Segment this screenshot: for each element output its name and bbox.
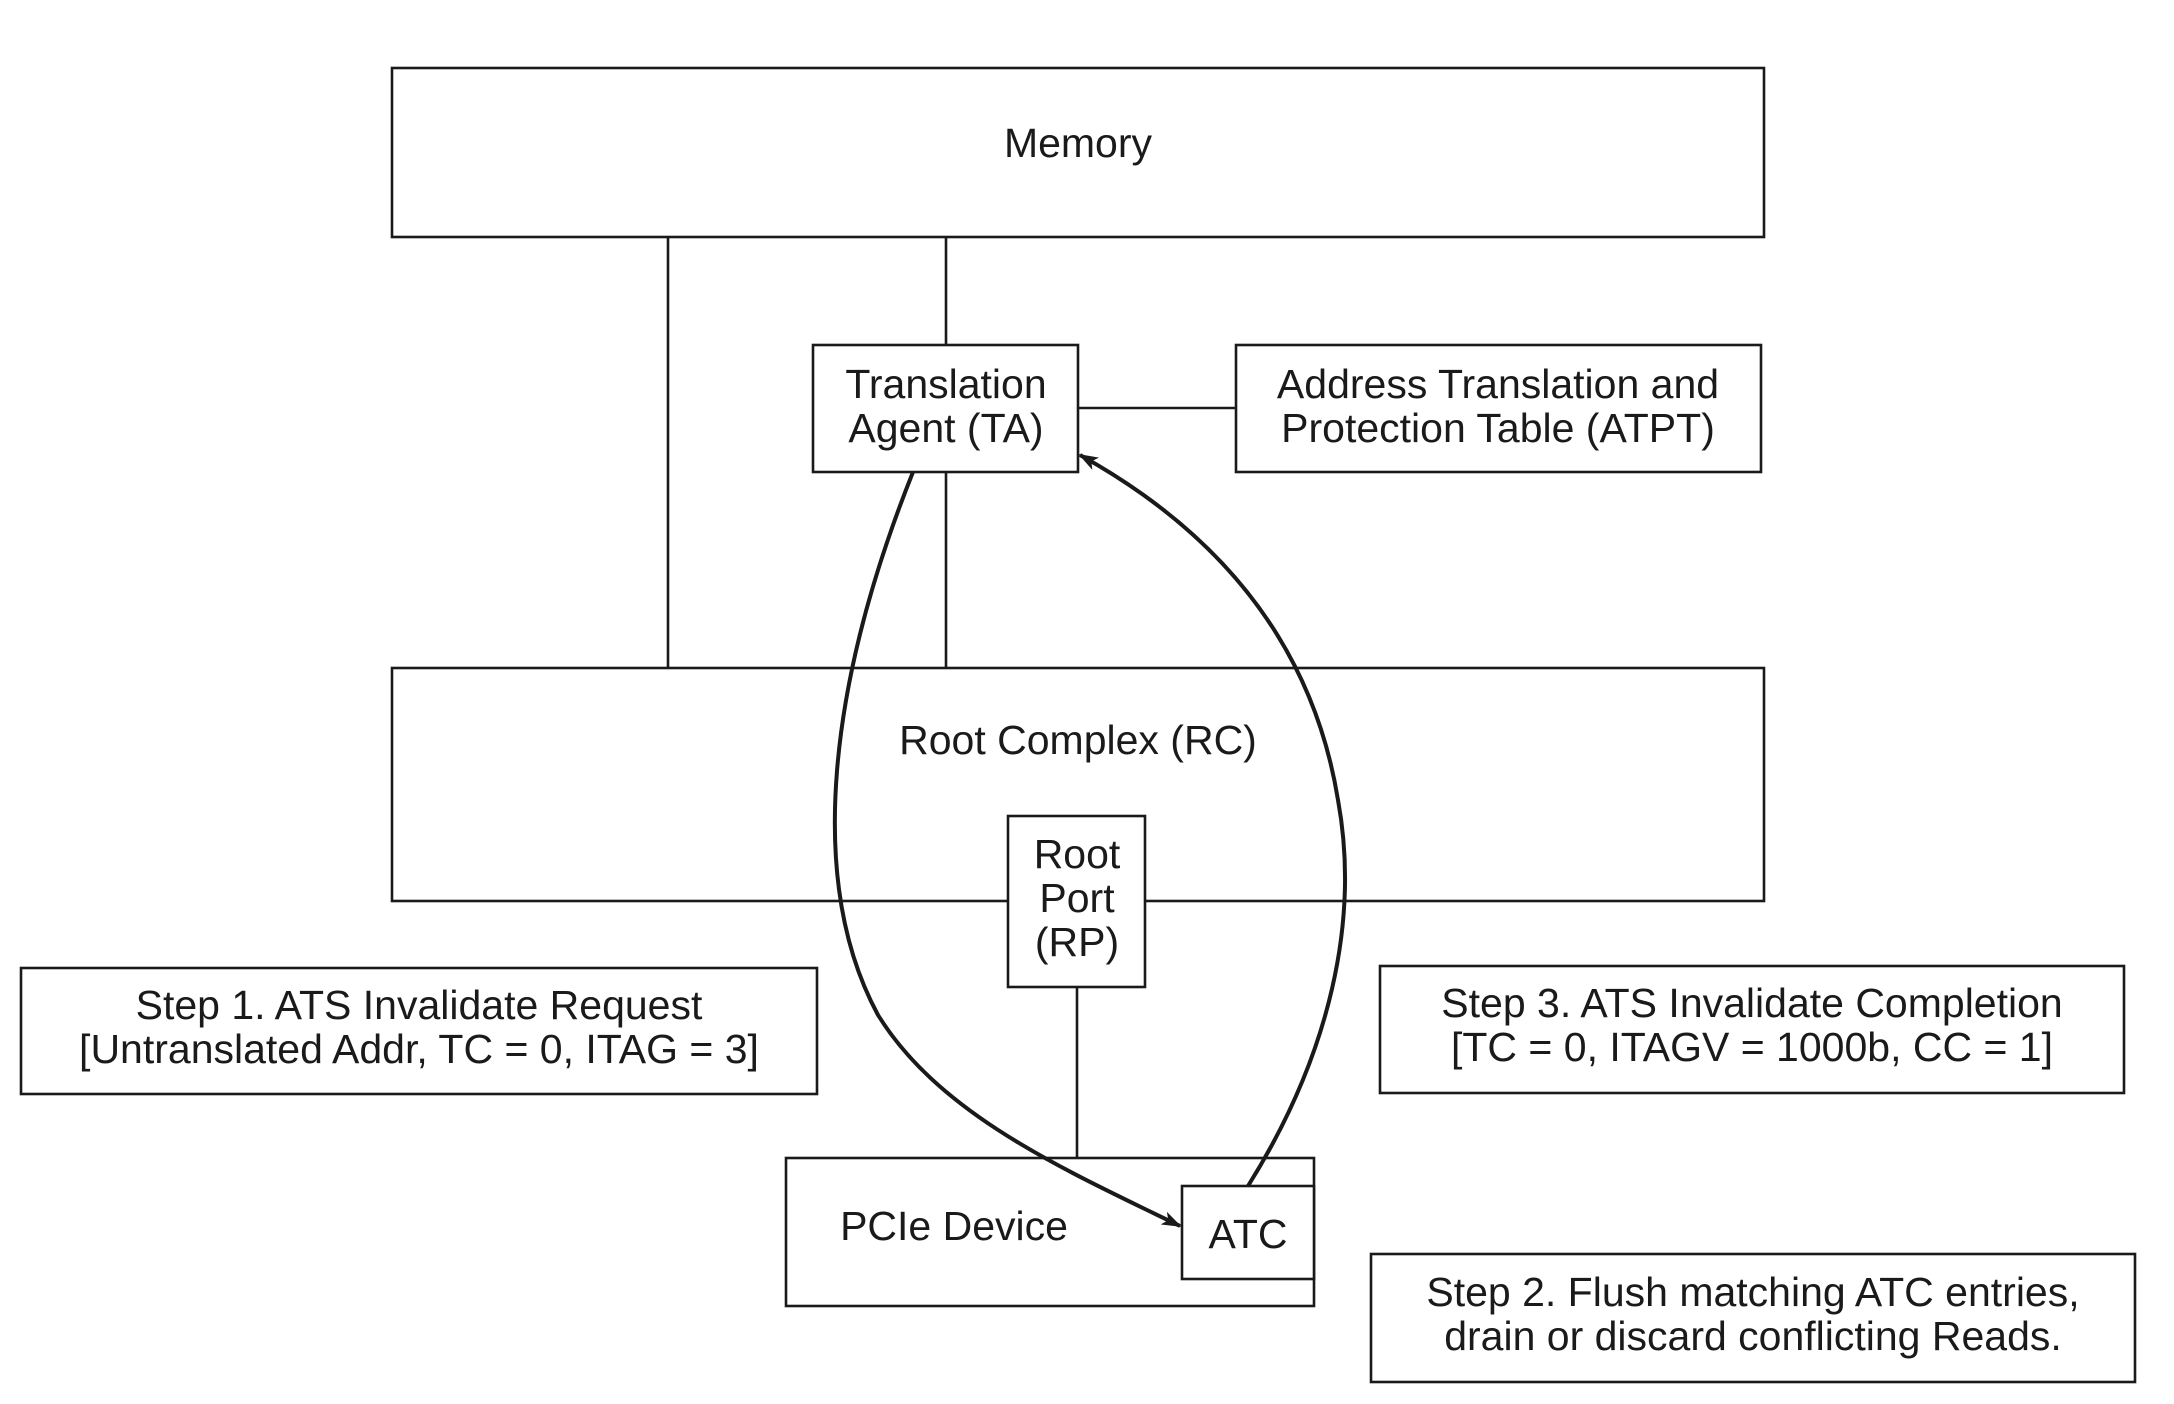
root-complex-label: Root Complex (RC): [899, 717, 1257, 763]
memory-box: [390, 66, 1766, 239]
root-port-label-line2: Port: [1039, 875, 1115, 921]
step1-label-line2: [Untranslated Addr, TC = 0, ITAG = 3]: [79, 1026, 759, 1072]
translation-agent-box: [811, 343, 1080, 474]
memory-label: Memory: [1004, 120, 1153, 166]
root-port-label-line1: Root: [1034, 831, 1121, 877]
atpt-box: [1234, 343, 1763, 474]
step1-box: [19, 966, 819, 1096]
step2-label-line1: Step 2. Flush matching ATC entries,: [1426, 1269, 2079, 1315]
invalidate-request-arrow: [832, 471, 1182, 1228]
step3-label-line1: Step 3. ATS Invalidate Completion: [1441, 980, 2062, 1026]
step3-label-line2: [TC = 0, ITAGV = 1000b, CC = 1]: [1451, 1024, 2053, 1070]
step3-box: [1378, 964, 2126, 1095]
translation-agent-label-line1: Translation: [845, 361, 1046, 407]
invalidate-completion-arrow: [1078, 453, 1347, 1188]
step1-label-line1: Step 1. ATS Invalidate Request: [136, 982, 703, 1028]
root-port-label-line3: (RP): [1035, 919, 1119, 965]
atpt-label-line2: Protection Table (ATPT): [1281, 405, 1715, 451]
step2-label-line2: drain or discard conflicting Reads.: [1444, 1313, 2062, 1359]
translation-agent-label-line2: Agent (TA): [848, 405, 1043, 451]
atpt-label-line1: Address Translation and: [1277, 361, 1719, 407]
pcie-device-label: PCIe Device: [840, 1203, 1068, 1249]
step2-box: [1369, 1252, 2137, 1384]
root-port-box: [1006, 814, 1147, 989]
atc-label: ATC: [1209, 1211, 1288, 1257]
